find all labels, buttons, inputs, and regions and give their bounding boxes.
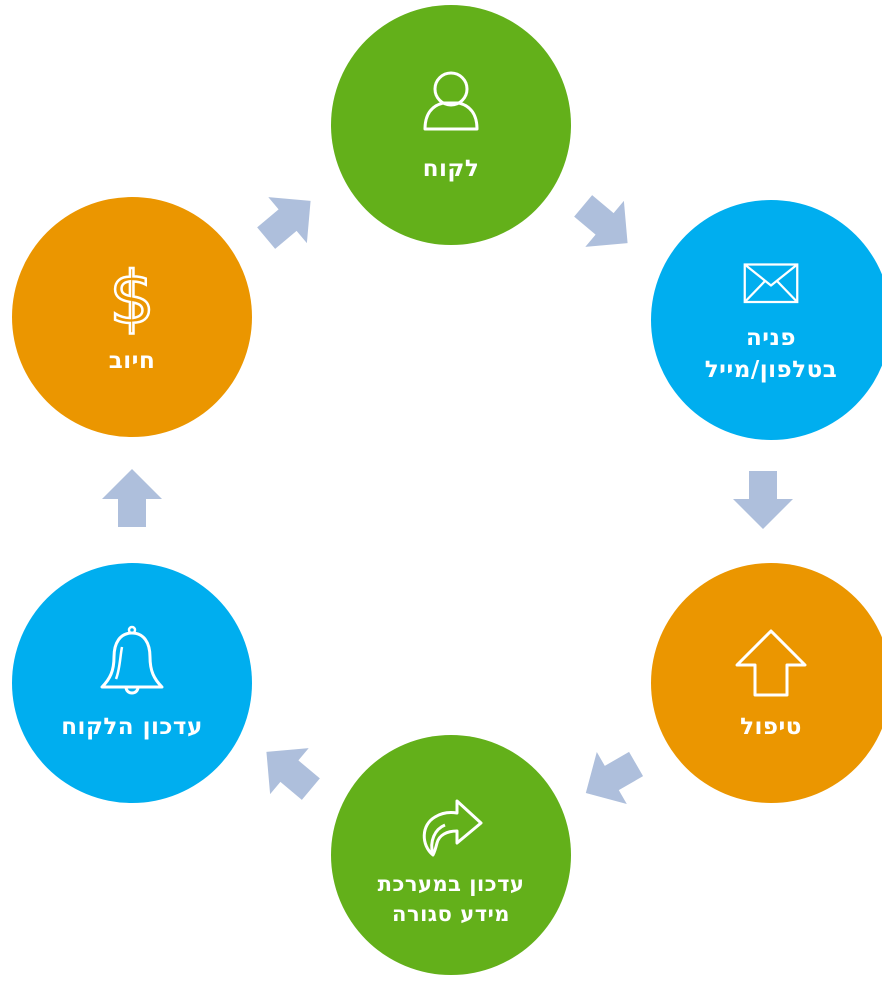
node-customer-update: עדכון הלקוח	[12, 563, 252, 803]
arrow-customer-to-inquiry	[574, 195, 628, 247]
node-crm-update-label: עדכון במערכת מידע סגורה	[377, 872, 525, 926]
node-customer: לקוח	[331, 5, 571, 245]
node-customer-update-label: עדכון הלקוח	[61, 714, 203, 740]
share-arrow-icon	[422, 799, 483, 857]
node-handling-label: טיפול	[740, 714, 802, 740]
dollar-icon: $	[108, 257, 156, 337]
person-icon	[423, 71, 479, 131]
arrow-up-icon	[735, 629, 807, 697]
node-billing-label: חיוב	[108, 348, 156, 374]
arrow-crm-to-customer-update	[266, 748, 320, 800]
node-inquiry-label: פניה בטלפון/מייל	[704, 325, 838, 383]
arrow-billing-to-customer	[257, 197, 311, 249]
envelope-icon	[743, 263, 799, 304]
arrow-handling-to-crm	[585, 751, 644, 804]
bell-icon	[100, 625, 164, 695]
node-crm-update: עדכון במערכת מידע סגורה	[331, 735, 571, 975]
svg-text:$: $	[109, 257, 155, 337]
node-billing: $ חיוב	[12, 197, 252, 437]
node-handling: טיפול	[651, 563, 882, 803]
arrow-inquiry-to-handling	[733, 471, 793, 529]
node-inquiry: פניה בטלפון/מייל	[651, 200, 882, 440]
node-customer-label: לקוח	[422, 156, 480, 182]
arrow-customer-update-to-billing	[102, 469, 162, 527]
